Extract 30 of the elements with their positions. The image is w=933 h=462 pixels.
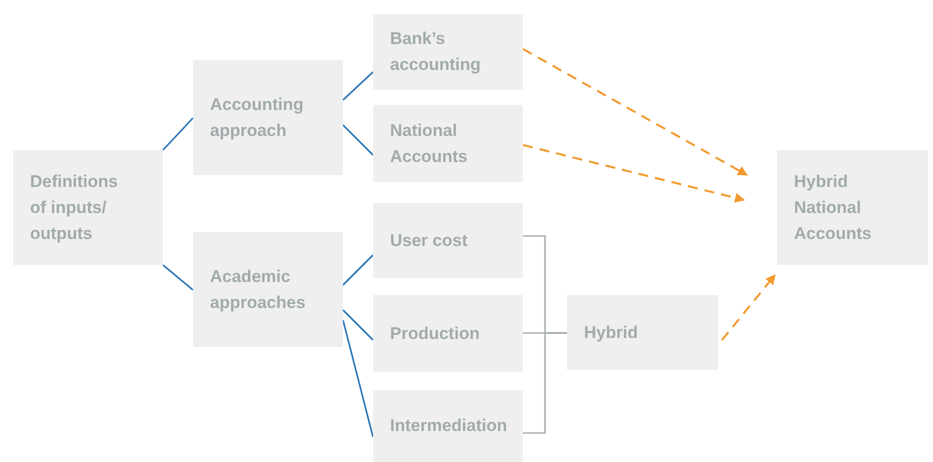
box-label: Accounting approach: [210, 94, 304, 142]
process-box: [373, 390, 523, 462]
arrow: [522, 144, 745, 203]
connector-line: [162, 264, 194, 291]
process-box: [13, 150, 163, 265]
connector-line: [342, 254, 374, 286]
connector-line: [162, 117, 194, 151]
box-label: Bank’s accounting: [390, 28, 482, 76]
process-box: [373, 295, 523, 372]
process-box: [193, 232, 343, 347]
box-label: Intermediation: [390, 415, 508, 437]
process-box: [193, 60, 343, 175]
box-label: Academic approaches: [210, 266, 306, 314]
box-label: Definitions of inputs/ outputs: [30, 170, 119, 244]
box-label: National Accounts: [390, 120, 468, 168]
process-box: [373, 203, 523, 278]
process-box: [373, 105, 523, 182]
box-label: Production: [390, 322, 481, 344]
connector-line: [523, 332, 567, 434]
box-label: Hybrid National Accounts: [794, 170, 872, 244]
process-box: [567, 295, 718, 370]
connector-line: [342, 320, 374, 438]
arrow: [721, 274, 776, 341]
connector-line: [342, 71, 374, 101]
connector-line: [342, 124, 374, 156]
process-box: [373, 14, 523, 90]
arrow: [522, 48, 748, 176]
box-label: User cost: [390, 230, 468, 252]
connector-line: [342, 309, 374, 341]
box-label: Hybrid: [584, 322, 639, 344]
